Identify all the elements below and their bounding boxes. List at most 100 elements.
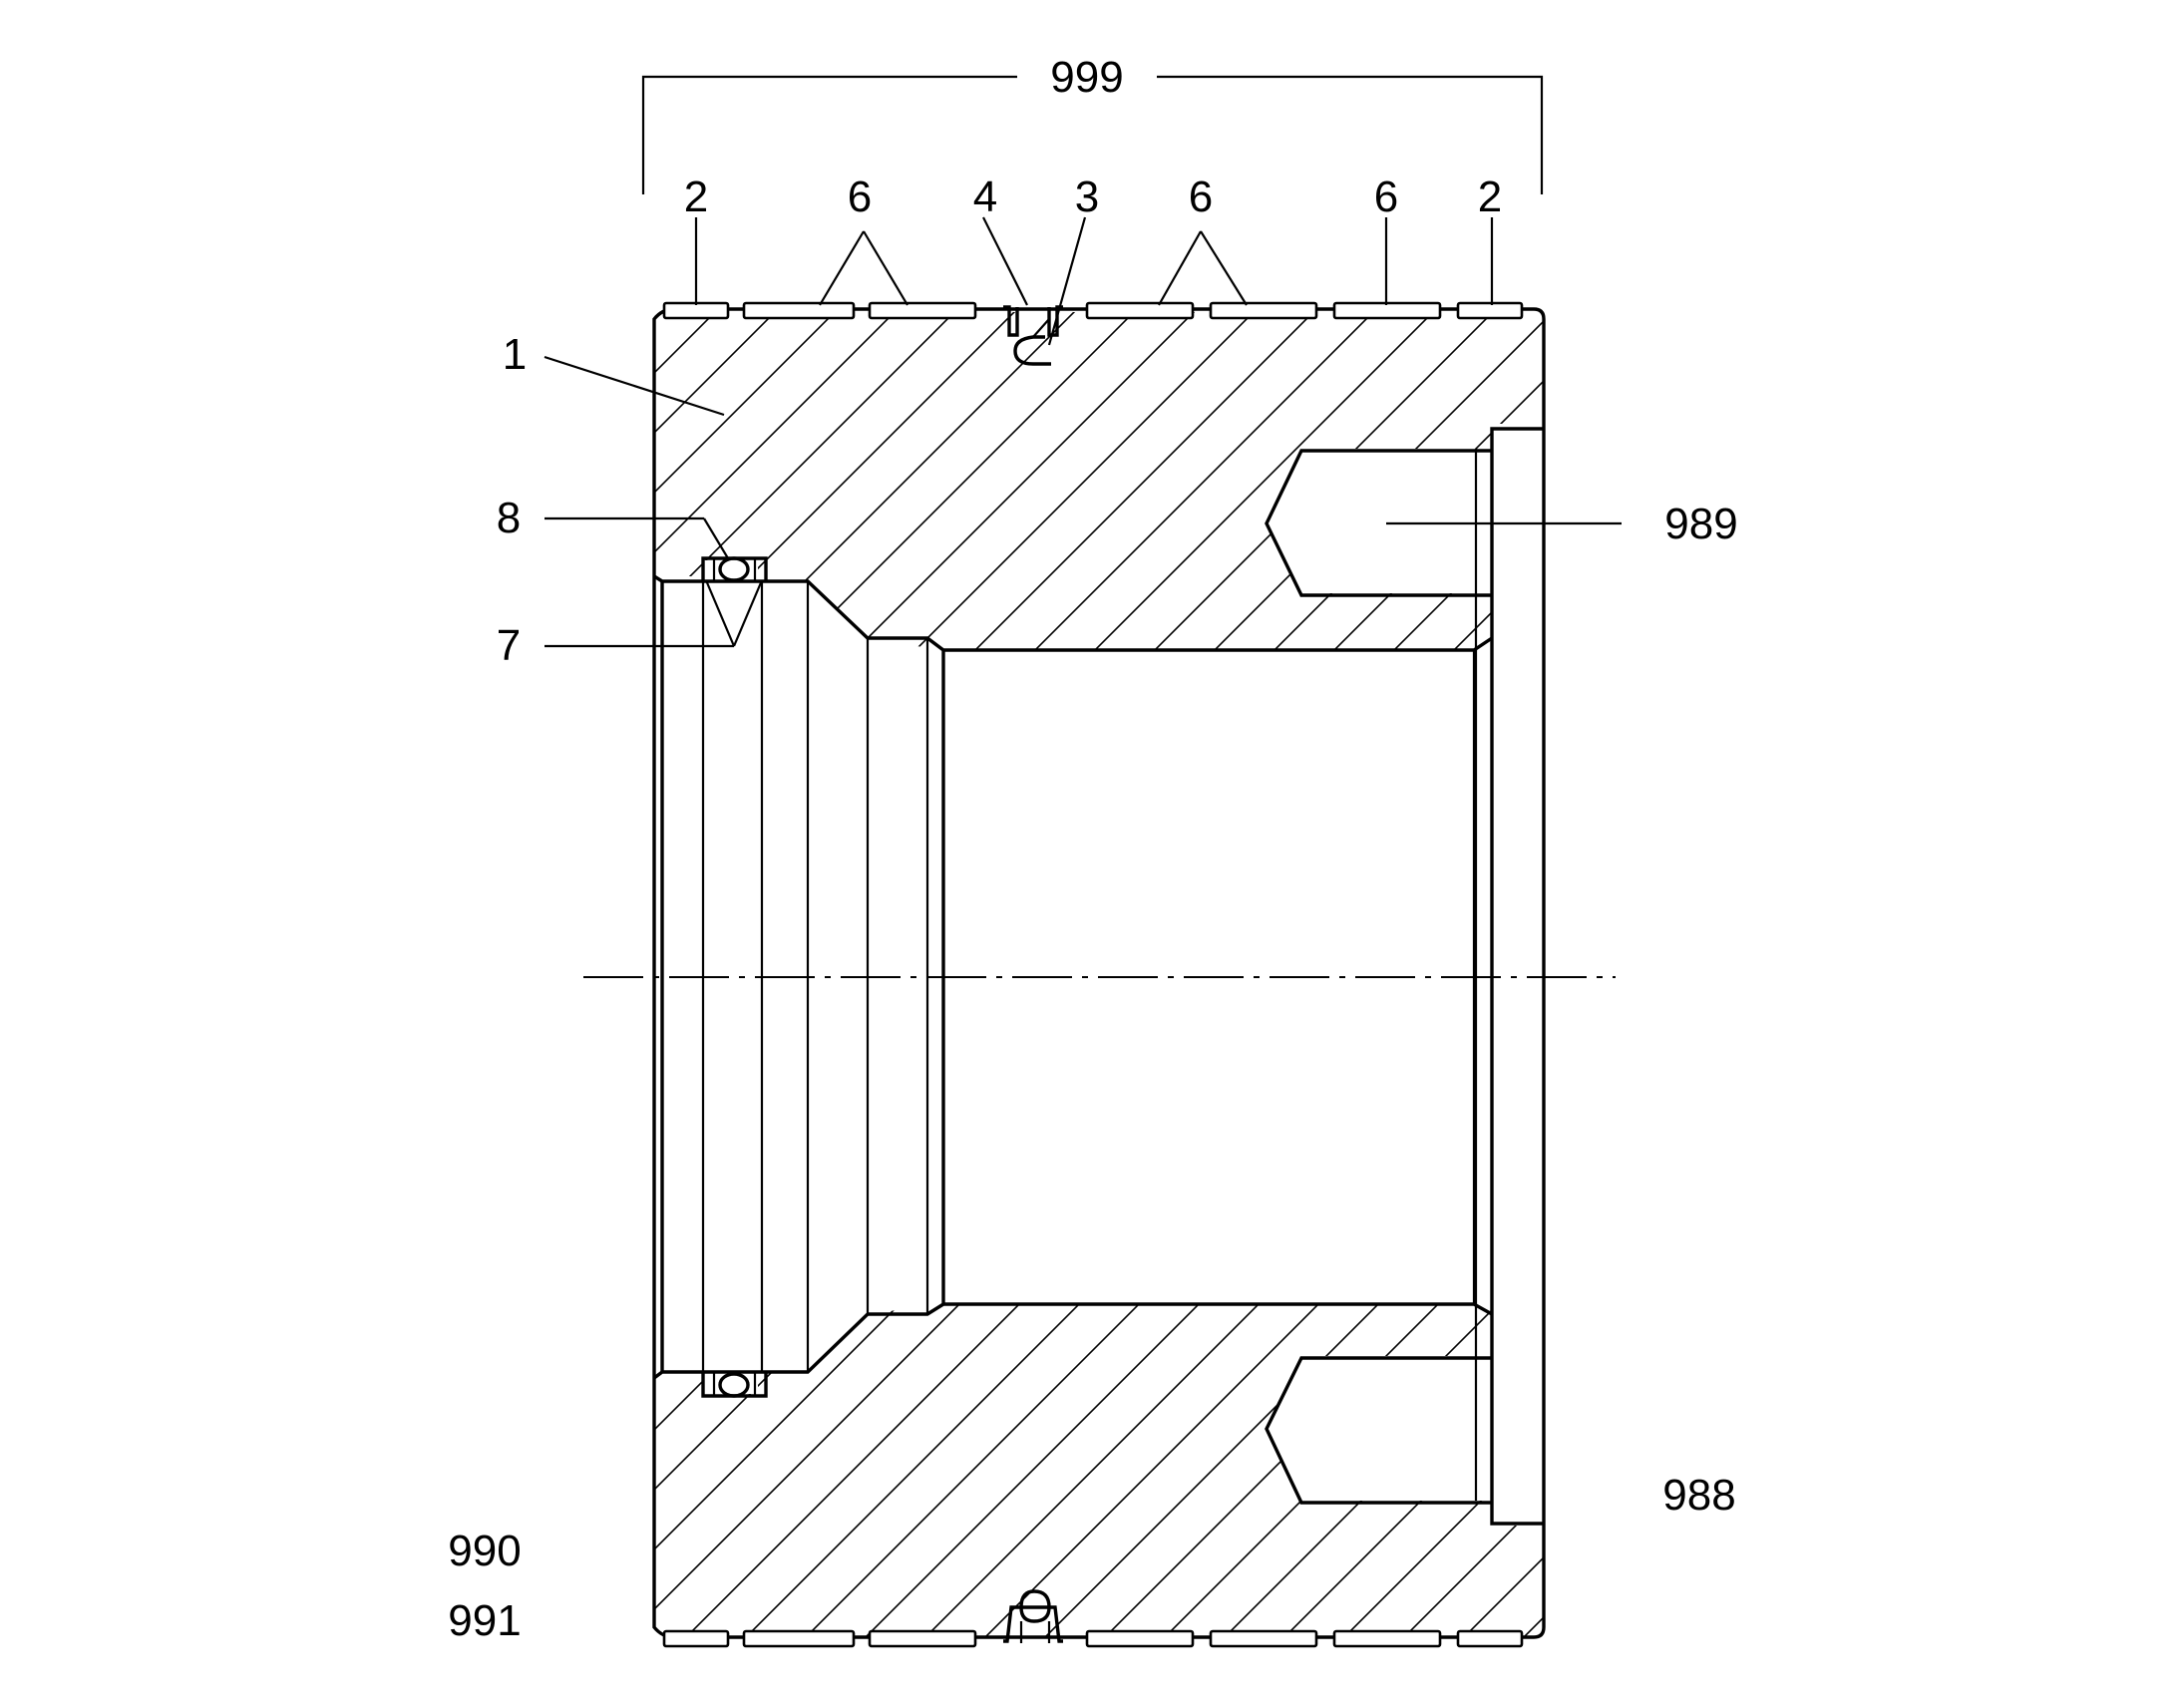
inner-seal-groove-top (701, 556, 768, 581)
hatch-line (1385, 1304, 1544, 1636)
hatch-line (70, 1286, 439, 1655)
wear-strip (868, 301, 977, 320)
hatch-line (1725, 289, 2114, 678)
hatch-line (654, 312, 1038, 650)
hatch-line (1546, 289, 1935, 678)
hatch-line (0, 289, 80, 678)
hatch-line (0, 1286, 20, 1655)
hatch-line (2044, 1286, 2180, 1655)
leader-lines (544, 216, 1622, 648)
hatch-line (707, 312, 1098, 650)
wear-strip (662, 301, 730, 320)
hatch-line (1365, 312, 1544, 650)
label-999: 999 (1050, 53, 1123, 102)
hatch-line (1805, 1286, 2174, 1655)
hatch-line (0, 289, 199, 678)
hatch-line (907, 1304, 1277, 1636)
label-3: 3 (1075, 172, 1099, 221)
hatch-line (654, 312, 799, 650)
wear-strip (1209, 301, 1318, 320)
hatch-line (249, 1286, 618, 1655)
wear-strip (1332, 301, 1442, 320)
bottom-wear-strips (662, 1629, 1524, 1648)
hatch-line (847, 1304, 1218, 1636)
hatch-line (1186, 312, 1544, 650)
wear-strip (1456, 301, 1524, 320)
hatch-line (2024, 289, 2180, 678)
hatch-line (767, 312, 1158, 650)
label-8: 8 (497, 494, 521, 542)
label-2-right: 2 (1478, 172, 1502, 221)
hatch-line (2164, 1286, 2180, 1655)
hatch-line (229, 289, 618, 678)
hatch-line (1566, 1286, 1935, 1655)
hatch-line (0, 1286, 259, 1655)
body-outline (652, 307, 1546, 1639)
hatch-line (0, 1286, 319, 1655)
hatch-line (1206, 1304, 1544, 1636)
hatch-line (1665, 289, 2054, 678)
label-4: 4 (973, 172, 997, 221)
hatch-line (0, 1286, 199, 1655)
hatch-line (654, 1304, 739, 1636)
hatch-line (1246, 312, 1544, 650)
hatch-line (1985, 1286, 2180, 1655)
hatch-line (654, 1304, 978, 1636)
bore-profile-top (653, 574, 1493, 652)
hatch-line (654, 312, 859, 650)
hatch-line (1865, 1286, 2180, 1655)
hatch-line (170, 289, 558, 678)
hatch-line (654, 312, 918, 650)
hatch-line (110, 289, 499, 678)
hatch-line (0, 1286, 80, 1655)
hatch-line (1606, 289, 1995, 678)
hatch-line (1745, 1286, 2114, 1655)
wear-strip (662, 1629, 730, 1648)
top-blind-hole (1265, 449, 1492, 597)
wear-strip (868, 1629, 977, 1648)
section-hatching-bottom (0, 1286, 2180, 1655)
top-clip-ring (1013, 335, 1051, 366)
label-6-left: 6 (848, 172, 872, 221)
hatch-line (2144, 289, 2180, 678)
hatch-line (0, 289, 379, 678)
hatch-line (1305, 312, 1544, 650)
hatch-line (2104, 1286, 2180, 1655)
hatch-line (1785, 289, 2174, 678)
label-991: 991 (448, 1596, 521, 1645)
hatch-line (654, 312, 739, 650)
bore-profile-bottom (652, 1302, 1493, 1380)
hatch-line (946, 312, 1337, 650)
hatch-line (1445, 1304, 1544, 1636)
hatch-line (0, 1286, 140, 1655)
top-wear-strips (662, 301, 1524, 320)
hatch-line (1685, 1286, 2054, 1655)
hatch-line (654, 1304, 918, 1636)
wear-strip (1332, 1629, 1442, 1648)
bottom-clip-ring (1019, 1589, 1051, 1623)
label-6-middle: 6 (1189, 172, 1213, 221)
section-hatching-top (0, 289, 2180, 678)
hatch-line (1006, 312, 1397, 650)
hatch-line (0, 289, 140, 678)
wear-strip (1085, 301, 1195, 320)
hatch-line (2084, 289, 2180, 678)
hatch-line (1845, 289, 2180, 678)
hatch-line (667, 1304, 1038, 1636)
hatch-line (0, 289, 20, 678)
label-6-right: 6 (1374, 172, 1398, 221)
wear-strip (1209, 1629, 1318, 1648)
dimension-bracket-999 (641, 75, 1544, 194)
hatch-line (1086, 1304, 1457, 1636)
inner-seal-ring-top (718, 556, 750, 582)
label-988: 988 (1662, 1471, 1735, 1520)
hatch-line (0, 289, 319, 678)
hatch-line (1066, 312, 1457, 650)
label-1: 1 (503, 330, 527, 379)
hatch-line (1266, 1304, 1544, 1636)
hatch-line (0, 289, 259, 678)
bottom-blind-hole (1265, 1356, 1492, 1505)
hatch-line (130, 1286, 499, 1655)
hatch-line (654, 312, 978, 650)
